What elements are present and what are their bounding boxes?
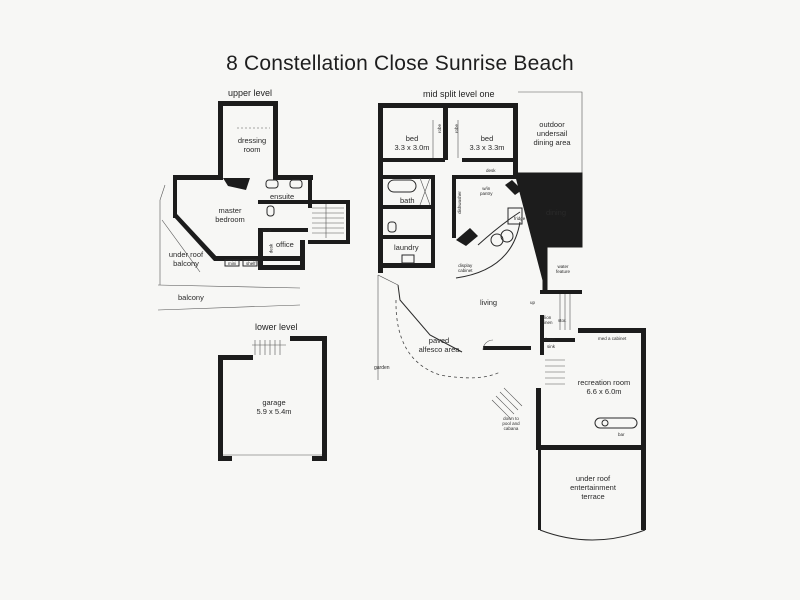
garden-label: garden (374, 365, 390, 371)
display-cabinet-label: display cabinet (458, 263, 473, 273)
balcony-label: balcony (178, 293, 204, 302)
down-to-pool-label: down to pool and cabana (502, 416, 520, 431)
dining-label: dining (546, 208, 567, 217)
desk-label-mid: desk (486, 168, 496, 173)
bed-2-label: bed 3.3 x 3.3m (469, 134, 505, 152)
mid-level-plan (377, 91, 646, 541)
paved-alfresco-label: paved alfesco area (418, 336, 460, 354)
ensuite-label: ensuite (270, 192, 295, 201)
lower-level-heading: lower level (255, 322, 298, 332)
dressing-room-label: dressing room (237, 136, 267, 154)
robe-2-label: robe (454, 123, 460, 134)
mid-level-heading: mid split level one (423, 89, 495, 99)
robe-1-label: robe (437, 123, 443, 134)
page-title: 8 Constellation Close Sunrise Beach (226, 52, 574, 75)
entertainment-terrace-label: under roof entertainment terrace (570, 474, 616, 501)
down-label: down (544, 337, 555, 342)
storage-label: stor. (558, 318, 567, 323)
garage-label: garage 5.9 x 5.4m (256, 398, 292, 416)
recreation-room-label: recreation room 6.6 x 6.0m (577, 378, 631, 396)
living-label: living (480, 298, 498, 307)
shelf-label: shelf (246, 261, 256, 266)
laundry-label: laundry (394, 243, 419, 252)
bath-label: bath (400, 196, 415, 205)
pantry-label: w/in pantry (480, 186, 493, 196)
bed-1-label: bed 3.3 x 3.0m (394, 134, 430, 152)
dishwasher-label: dishwasher (456, 191, 462, 214)
up-label: up (530, 300, 536, 305)
under-roof-balcony-label: under roof balcony (168, 250, 204, 268)
outdoor-dining-label: outdoor undersail dining area (533, 120, 571, 147)
desk-label-upper: desk (262, 228, 272, 233)
upper-level-heading: upper level (228, 88, 273, 98)
bar-label: bar (618, 432, 625, 437)
upper-level-plan (157, 101, 350, 311)
desk-label-office: desk (268, 243, 274, 254)
linen-label: lion linen (543, 315, 553, 325)
lower-level-plan (218, 336, 327, 461)
sink-label: sink (547, 344, 556, 349)
water-feature-label: water feature (556, 264, 571, 274)
master-bedroom-label: master bedroom (215, 206, 245, 224)
fridge-label: fridge (514, 216, 526, 221)
office-label: office (276, 240, 294, 249)
media-cabinet-label: med a cabinet (598, 336, 627, 341)
mini-bar-label: mini (228, 261, 237, 266)
